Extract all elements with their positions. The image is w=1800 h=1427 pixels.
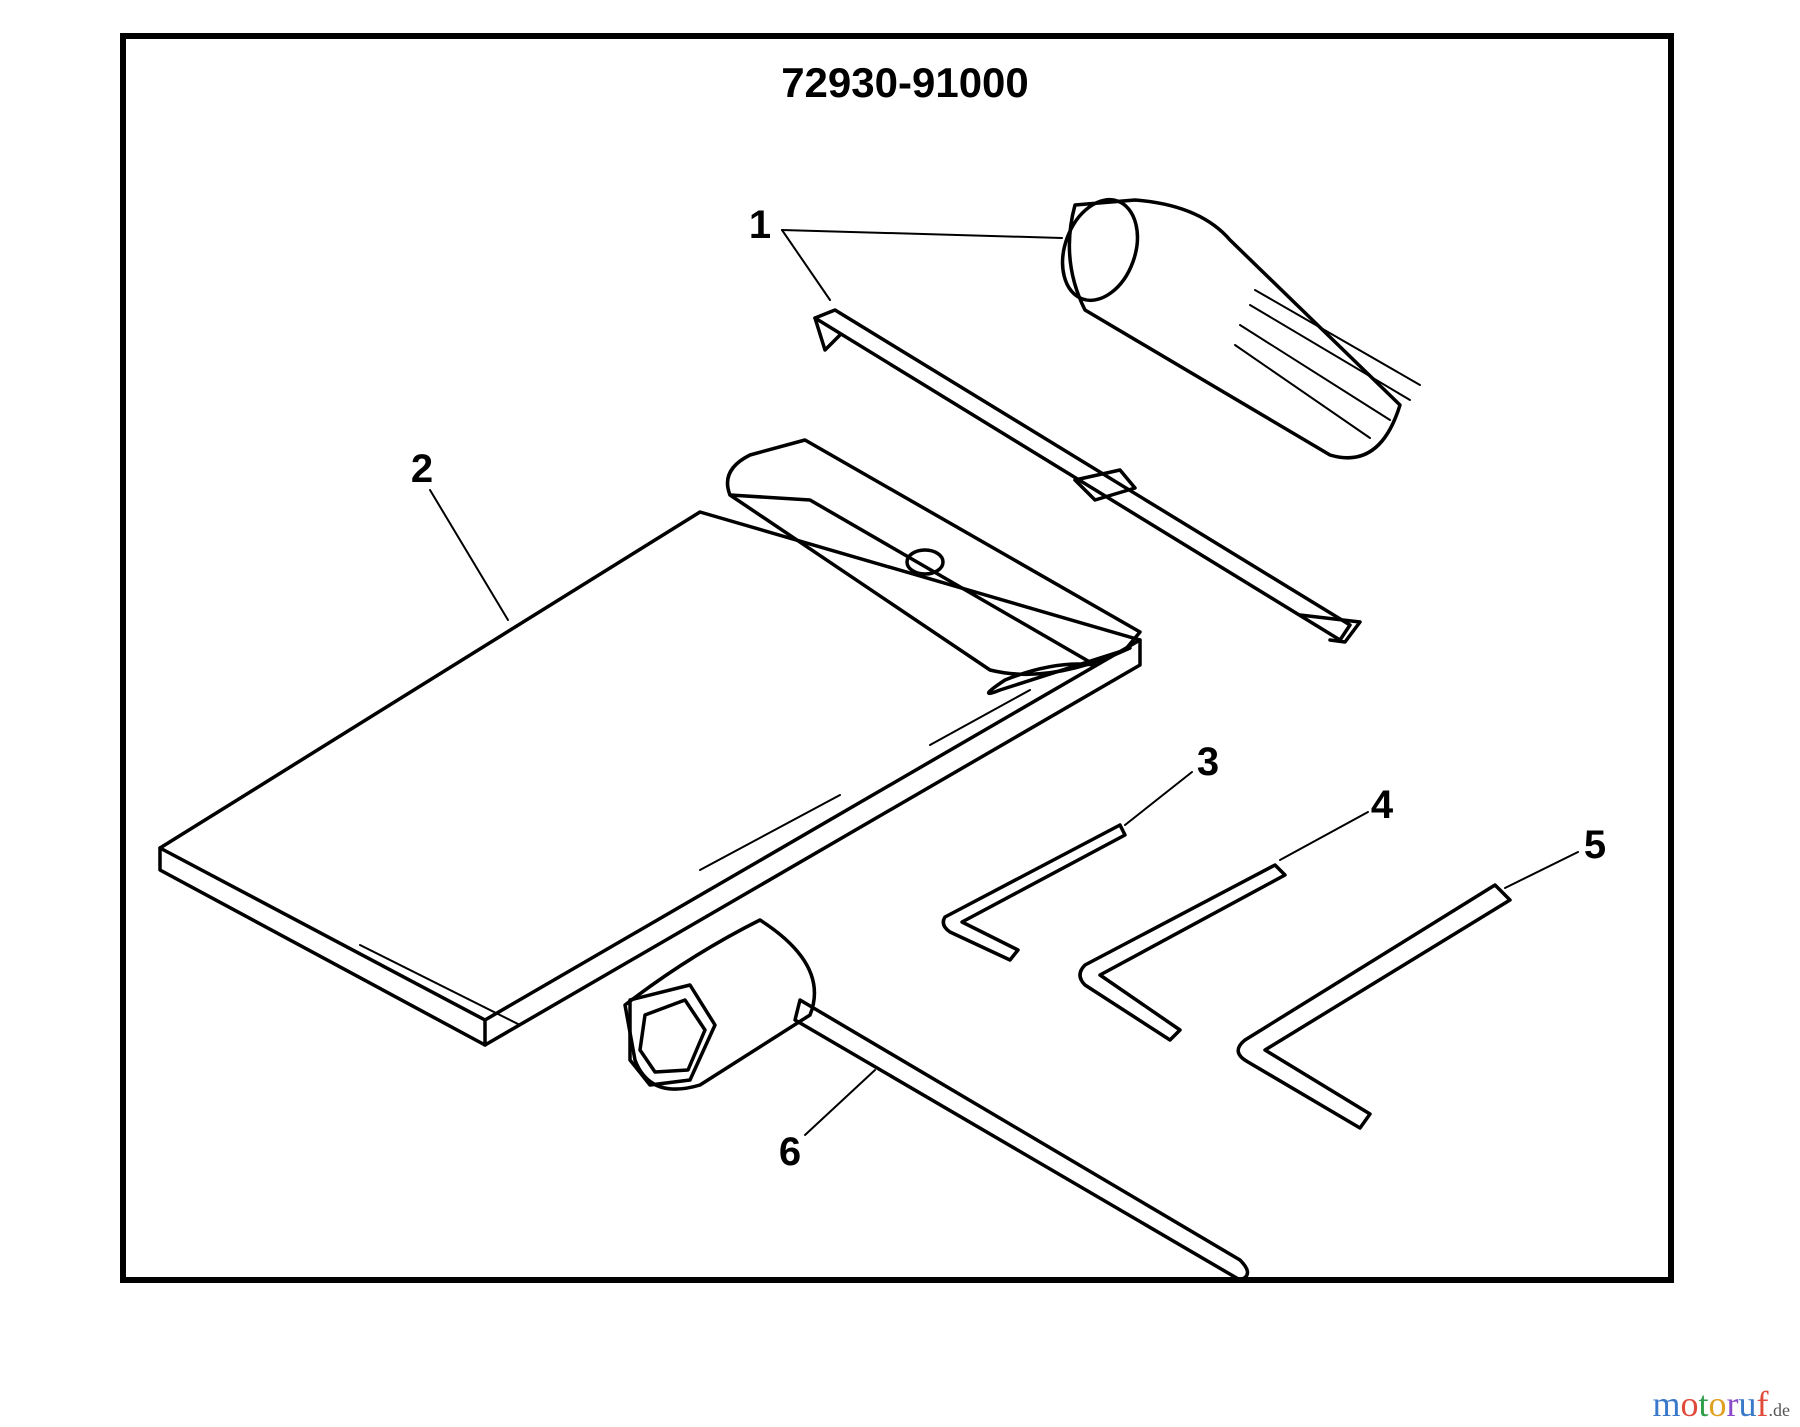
callout-label-4: 4 bbox=[1371, 783, 1394, 827]
watermark-text: motoruf bbox=[1652, 1383, 1768, 1425]
callout-2: 2 bbox=[411, 447, 509, 621]
watermark-letter: t bbox=[1698, 1384, 1709, 1424]
watermark-suffix: .de bbox=[1768, 1400, 1791, 1420]
callout-label-5: 5 bbox=[1584, 823, 1606, 867]
diagram-frame bbox=[120, 33, 1674, 1283]
watermark-letter: r bbox=[1726, 1384, 1739, 1424]
hex-key-5 bbox=[1236, 883, 1512, 1130]
screwdriver-bit bbox=[813, 308, 1362, 644]
callout-label-2: 2 bbox=[411, 447, 433, 491]
screwdriver-handle bbox=[1060, 197, 1421, 460]
watermark-letter: m bbox=[1652, 1384, 1681, 1424]
callout-6: 6 bbox=[779, 1069, 876, 1174]
callout-4: 4 bbox=[1279, 783, 1394, 861]
callout-label-3: 3 bbox=[1197, 740, 1219, 784]
watermark-letter: u bbox=[1738, 1384, 1757, 1424]
callout-label-1: 1 bbox=[749, 203, 771, 247]
spark-plug-wrench bbox=[623, 918, 1250, 1282]
watermark: motoruf.de bbox=[1652, 1383, 1790, 1425]
hex-key-3 bbox=[941, 823, 1127, 962]
tool-pouch bbox=[158, 438, 1142, 1047]
callout-1: 1 bbox=[749, 203, 1063, 301]
part-number: 72930-91000 bbox=[781, 59, 1029, 106]
watermark-letter: f bbox=[1756, 1384, 1769, 1424]
callout-5: 5 bbox=[1504, 823, 1606, 889]
watermark-letter: o bbox=[1680, 1384, 1699, 1424]
callout-label-6: 6 bbox=[779, 1130, 801, 1174]
watermark-letter: o bbox=[1708, 1384, 1727, 1424]
callout-3: 3 bbox=[1124, 740, 1219, 826]
hex-key-4 bbox=[1078, 863, 1287, 1042]
